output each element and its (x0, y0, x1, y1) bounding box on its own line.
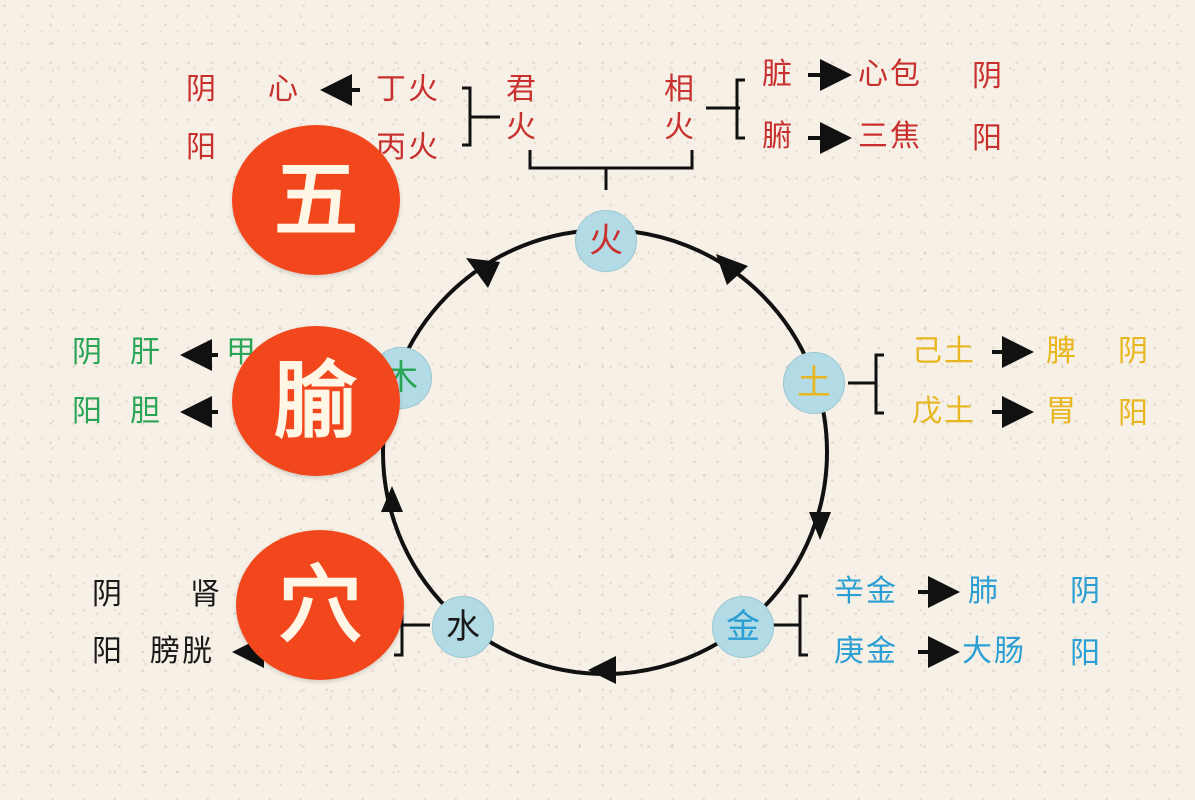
fire-yang-label: 阳 (186, 130, 218, 165)
fire-organ-zang: 心包 (858, 57, 922, 92)
node-fire: 火 (575, 210, 637, 272)
metal-stem-yin: 辛金 (834, 574, 898, 609)
water-organ-yang: 膀胱 (150, 634, 214, 669)
fire-zang-label: 脏 (762, 57, 794, 92)
node-earth: 土 (783, 352, 845, 414)
jun-huo-char-1: 君 (506, 72, 538, 107)
earth-yang-label: 阳 (1118, 396, 1150, 431)
cycle-arrow-metal-to-water (588, 656, 616, 684)
wood-yin-label: 阴 (72, 335, 104, 370)
earth-stem-yin: 己土 (912, 334, 976, 369)
metal-organ-yin: 肺 (968, 574, 1000, 609)
earth-organ-yang: 胃 (1046, 394, 1078, 429)
cycle-arrow-earth-to-metal (809, 512, 831, 540)
fire-organ-yin: 心 (268, 72, 300, 107)
wood-yang-label: 阳 (72, 394, 104, 429)
metal-organ-yang: 大肠 (962, 634, 1026, 669)
fire-right-brace (706, 78, 745, 140)
fire-left-brace (462, 86, 500, 147)
node-water: 水 (432, 596, 494, 658)
water-yin-label: 阴 (92, 577, 124, 612)
fire-right-yang: 阳 (972, 121, 1004, 156)
metal-yin-label: 阴 (1070, 574, 1102, 609)
earth-yin-label: 阴 (1118, 334, 1150, 369)
title-badge-2: 腧 (232, 326, 400, 476)
cycle-arrow-fire-to-earth (716, 254, 748, 285)
title-badge-1: 五 (232, 125, 400, 275)
metal-yang-label: 阳 (1070, 636, 1102, 671)
fire-yin-label: 阴 (186, 72, 218, 107)
cycle-arrow-water-to-wood (381, 486, 403, 512)
fire-organ-fu: 三焦 (858, 119, 922, 154)
fire-fu-label: 腑 (762, 119, 794, 154)
node-metal: 金 (712, 596, 774, 658)
metal-brace (770, 594, 808, 657)
cycle-arrow-wood-to-fire (466, 258, 500, 288)
earth-stem-yang: 戊土 (912, 394, 976, 429)
wood-organ-yang: 胆 (130, 394, 162, 429)
metal-stem-yang: 庚金 (834, 634, 898, 669)
fire-top-connector (528, 150, 694, 190)
water-yang-label: 阳 (92, 634, 124, 669)
water-organ-yin: 肾 (190, 577, 222, 612)
wood-organ-yin: 肝 (130, 335, 162, 370)
xiang-huo-char-2: 火 (664, 110, 696, 145)
jun-huo-char-2: 火 (506, 110, 538, 145)
fire-stem-yin: 丁火 (376, 72, 440, 107)
fire-right-yin: 阴 (972, 59, 1004, 94)
earth-organ-yin: 脾 (1046, 334, 1078, 369)
earth-brace (848, 353, 884, 415)
xiang-huo-char-1: 相 (664, 72, 696, 107)
fire-stem-yang: 丙火 (376, 130, 440, 165)
title-badge-3: 穴 (236, 530, 404, 680)
